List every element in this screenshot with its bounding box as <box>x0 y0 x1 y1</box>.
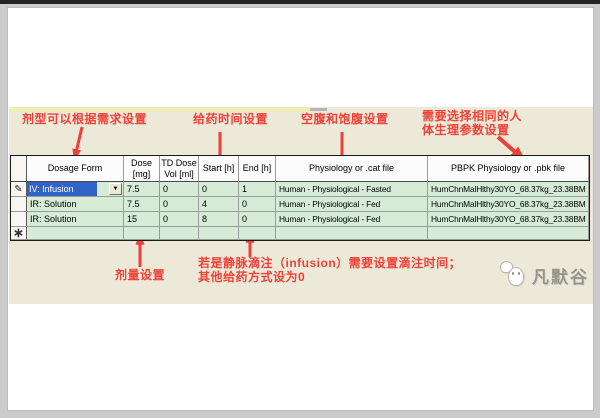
end-cell[interactable]: 0 <box>239 197 276 212</box>
ghost-logo-icon <box>498 259 532 291</box>
edit-pencil-icon: ✎ <box>14 183 23 195</box>
dose-cell-empty[interactable] <box>124 227 160 240</box>
note-pbpk-line2: 体生理参数设置 <box>422 123 510 137</box>
end-cell[interactable]: 0 <box>239 212 276 227</box>
row-selector-cell[interactable] <box>11 212 27 227</box>
start-cell[interactable]: 0 <box>199 182 239 197</box>
col-header-label: Vol [ml] <box>164 168 194 179</box>
dose-cell[interactable]: 7.5 <box>124 182 160 197</box>
col-header-start[interactable]: Start [h] <box>199 156 239 182</box>
note-dosing-time: 给药时间设置 <box>193 112 269 126</box>
new-record-icon: ∗ <box>13 227 24 240</box>
screenshot-panel: 剂型可以根据需求设置 给药时间设置 空腹和饱腹设置 需要选择相同的人 体生理参数… <box>9 107 593 304</box>
physiology-cell[interactable]: Human - Physiological - Fed <box>276 197 428 212</box>
pbpk-cell-empty[interactable] <box>428 227 589 240</box>
col-header-label: Dosage Form <box>47 163 103 174</box>
start-cell[interactable]: 4 <box>199 197 239 212</box>
yellow-strip <box>10 108 310 111</box>
note-dose: 剂量设置 <box>115 268 166 282</box>
col-header-label: TD Dose <box>161 158 197 168</box>
col-header-row-selector <box>11 156 27 182</box>
window-top-bar <box>0 0 600 4</box>
pbpk-cell[interactable]: HumChnMalHlthy30YO_68.37kg_23.38BM <box>428 197 589 212</box>
dosage-form-cell[interactable]: IR: Solution <box>27 197 124 212</box>
watermark-text: 凡默谷 <box>532 267 589 287</box>
arrow-dosage-form <box>72 126 84 162</box>
note-pbpk-line1: 需要选择相同的人 <box>422 109 523 123</box>
start-cell-empty[interactable] <box>199 227 239 240</box>
col-header-dose[interactable]: Dose [mg] <box>124 156 160 182</box>
row-selector-cell[interactable] <box>11 197 27 212</box>
scrollbar-fragment <box>310 108 327 111</box>
col-header-label: End [h] <box>242 163 272 174</box>
watermark: 凡默谷 <box>498 259 589 291</box>
col-header-pbpk[interactable]: PBPK Physiology or .pbk file <box>428 156 589 182</box>
col-header-end[interactable]: End [h] <box>239 156 276 182</box>
start-cell[interactable]: 8 <box>199 212 239 227</box>
dosage-form-cell[interactable]: IR: Solution <box>27 212 124 227</box>
col-header-label: [mg] <box>132 168 151 179</box>
note-infusion: 若是静脉滴注（infusion）需要设置滴注时间； 其他给药方式设为0 <box>198 256 461 284</box>
note-infusion-line1: 若是静脉滴注（infusion）需要设置滴注时间； <box>198 256 462 270</box>
note-dosage-form: 剂型可以根据需求设置 <box>22 112 148 126</box>
col-header-label: Start [h] <box>202 163 235 174</box>
pbpk-cell[interactable]: HumChnMalHlthy30YO_68.37kg_23.38BM <box>428 182 589 197</box>
physiology-cell[interactable]: Human - Physiological - Fasted <box>276 182 428 197</box>
note-infusion-line2: 其他给药方式设为0 <box>198 270 306 284</box>
dosage-form-combobox[interactable]: IV: Infusion ▼ <box>27 182 124 197</box>
col-header-td-dose-vol[interactable]: TD Dose Vol [ml] <box>160 156 199 182</box>
dose-cell[interactable]: 15 <box>124 212 160 227</box>
col-header-label: Dose <box>130 158 152 168</box>
physiology-cell[interactable]: Human - Physiological - Fed <box>276 212 428 227</box>
td-dose-vol-cell[interactable]: 0 <box>160 182 199 197</box>
dosage-form-cell-empty[interactable] <box>27 227 124 240</box>
td-dose-vol-cell[interactable]: 0 <box>160 212 199 227</box>
td-dose-vol-cell[interactable]: 0 <box>160 197 199 212</box>
note-pbpk: 需要选择相同的人 体生理参数设置 <box>422 109 522 137</box>
col-header-dosage-form[interactable]: Dosage Form <box>27 156 124 182</box>
end-cell-empty[interactable] <box>239 227 276 240</box>
dosing-table: Dosage Form Dose [mg] TD Dose Vol [ml] S… <box>10 155 590 241</box>
td-dose-vol-cell-empty[interactable] <box>160 227 199 240</box>
col-header-physiology[interactable]: Physiology or .cat file <box>276 156 428 182</box>
dose-cell[interactable]: 7.5 <box>124 197 160 212</box>
document-page: 剂型可以根据需求设置 给药时间设置 空腹和饱腹设置 需要选择相同的人 体生理参数… <box>7 7 594 411</box>
pbpk-cell[interactable]: HumChnMalHlthy30YO_68.37kg_23.38BM <box>428 212 589 227</box>
dosage-form-selected-value: IV: Infusion <box>27 182 97 196</box>
col-header-label: PBPK Physiology or .pbk file <box>450 163 566 174</box>
col-header-label: Physiology or .cat file <box>308 163 395 174</box>
dropdown-arrow-icon[interactable]: ▼ <box>109 183 122 195</box>
new-record-selector-cell[interactable]: ∗ <box>11 227 27 240</box>
physiology-cell-empty[interactable] <box>276 227 428 240</box>
row-selector-cell[interactable]: ✎ <box>11 182 27 197</box>
note-fasted-fed: 空腹和饱腹设置 <box>301 112 389 126</box>
end-cell[interactable]: 1 <box>239 182 276 197</box>
